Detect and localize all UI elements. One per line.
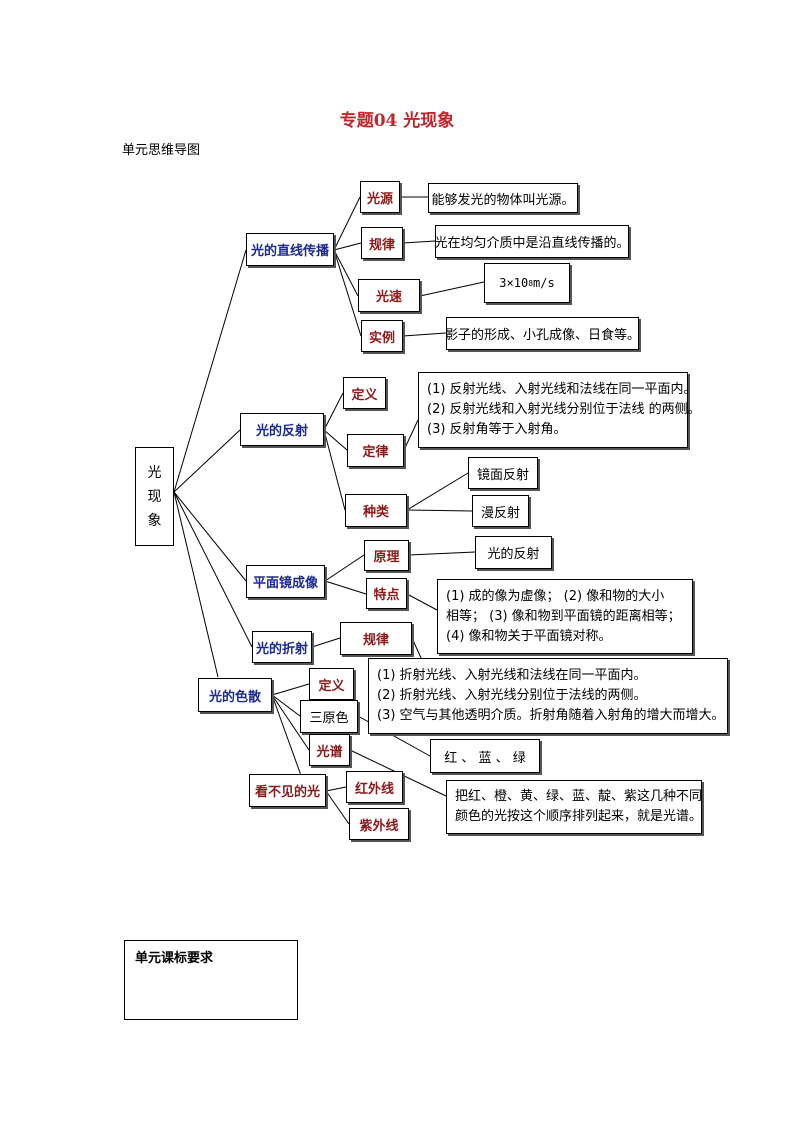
mirror-feature-item: (1) 成的像为虚像； (2) 像和物的大小 bbox=[446, 588, 665, 604]
refraction-law-item: (3) 空气与其他透明介质。折射角随着入射角的增大而增大。 bbox=[377, 708, 725, 723]
root-char-2: 现 bbox=[147, 488, 162, 505]
line-root-mirror bbox=[173, 491, 247, 582]
node-reflection-law: 定律 bbox=[347, 434, 404, 467]
node-reflection: 光的反射 bbox=[240, 413, 324, 446]
reflection-law-item: (2) 反射光线和入射光线分别位于法线 的两侧。 bbox=[427, 402, 701, 417]
node-infrared: 红外线 bbox=[346, 771, 403, 803]
section-subtitle: 单元思维导图 bbox=[122, 143, 201, 158]
node-plane-mirror: 平面镜成像 bbox=[246, 565, 325, 598]
node-spectrum: 光谱 bbox=[309, 734, 350, 766]
requirements-box: 单元课标要求 bbox=[124, 940, 298, 1020]
desc-refraction-law: (1) 折射光线、入射光线和法线在同一平面内。 (2) 折射光线、入射光线分别位… bbox=[368, 658, 728, 734]
node-light-speed: 光速 bbox=[358, 279, 420, 312]
refraction-law-item: (2) 折射光线、入射光线分别位于法线的两侧。 bbox=[377, 688, 647, 703]
requirements-title: 单元课标要求 bbox=[135, 951, 214, 966]
node-example: 实例 bbox=[361, 320, 403, 352]
mirror-feature-item: 相等； (3) 像和物到平面镜的距离相等； bbox=[446, 608, 681, 624]
node-reflection-types: 种类 bbox=[345, 494, 407, 527]
node-straight-law: 规律 bbox=[361, 227, 403, 259]
node-light-source: 光源 bbox=[360, 181, 400, 213]
node-mirror-principle: 原理 bbox=[364, 540, 409, 571]
type-diffuse: 漫反射 bbox=[472, 495, 529, 527]
node-mirror-feature: 特点 bbox=[366, 578, 407, 609]
speed-value: 3×10 bbox=[499, 276, 529, 290]
node-dispersion-definition: 定义 bbox=[309, 668, 354, 700]
desc-primary-colors: 红 、 蓝 、 绿 bbox=[430, 739, 540, 773]
type-specular: 镜面反射 bbox=[468, 457, 538, 489]
line-root-refraction bbox=[173, 491, 253, 648]
mirror-feature-item: (4) 像和物关于平面镜对称。 bbox=[446, 628, 612, 644]
desc-mirror-principle: 光的反射 bbox=[475, 536, 552, 569]
refraction-law-item: (1) 折射光线、入射光线和法线在同一平面内。 bbox=[377, 668, 647, 683]
desc-example: 影子的形成、小孔成像、日食等。 bbox=[445, 317, 640, 350]
line-root-straight bbox=[173, 249, 247, 493]
root-char-1: 光 bbox=[147, 464, 162, 481]
node-reflection-definition: 定义 bbox=[343, 377, 386, 409]
node-dispersion: 光的色散 bbox=[198, 678, 272, 712]
desc-light-source: 能够发光的物体叫光源。 bbox=[428, 183, 578, 213]
reflection-law-item: (3) 反射角等于入射角。 bbox=[427, 422, 567, 437]
node-invisible-light: 看不见的光 bbox=[249, 774, 326, 807]
reflection-law-item: (1) 反射光线、入射光线和法线在同一平面内。 bbox=[427, 382, 697, 397]
node-refraction-law: 规律 bbox=[340, 622, 412, 655]
node-refraction: 光的折射 bbox=[252, 631, 312, 663]
desc-straight-law: 光在均匀介质中是沿直线传播的。 bbox=[435, 225, 630, 258]
spectrum-desc-line: 把红、橙、黄、绿、蓝、靛、紫这几种不同 bbox=[455, 789, 703, 804]
node-ultraviolet: 紫外线 bbox=[349, 808, 409, 840]
speed-exponent: 8 bbox=[528, 278, 534, 288]
speed-unit: m/s bbox=[533, 276, 555, 290]
desc-reflection-law: (1) 反射光线、入射光线和法线在同一平面内。 (2) 反射光线和入射光线分别位… bbox=[418, 372, 701, 448]
root-node: 光 现 象 bbox=[135, 447, 174, 546]
line-root-dispersion bbox=[173, 491, 219, 678]
node-primary-colors: 三原色 bbox=[300, 700, 358, 733]
desc-spectrum: 把红、橙、黄、绿、蓝、靛、紫这几种不同 颜色的光按这个顺序排列起来，就是光谱。 bbox=[446, 780, 702, 834]
root-char-3: 象 bbox=[147, 512, 162, 529]
desc-mirror-feature: (1) 成的像为虚像； (2) 像和物的大小 相等； (3) 像和物到平面镜的距… bbox=[437, 579, 693, 654]
spectrum-desc-line: 颜色的光按这个顺序排列起来，就是光谱。 bbox=[455, 809, 703, 824]
page-title: 专题04 光现象 bbox=[339, 111, 455, 131]
line-root-reflection bbox=[173, 429, 241, 493]
node-straight-propagation: 光的直线传播 bbox=[246, 233, 334, 266]
